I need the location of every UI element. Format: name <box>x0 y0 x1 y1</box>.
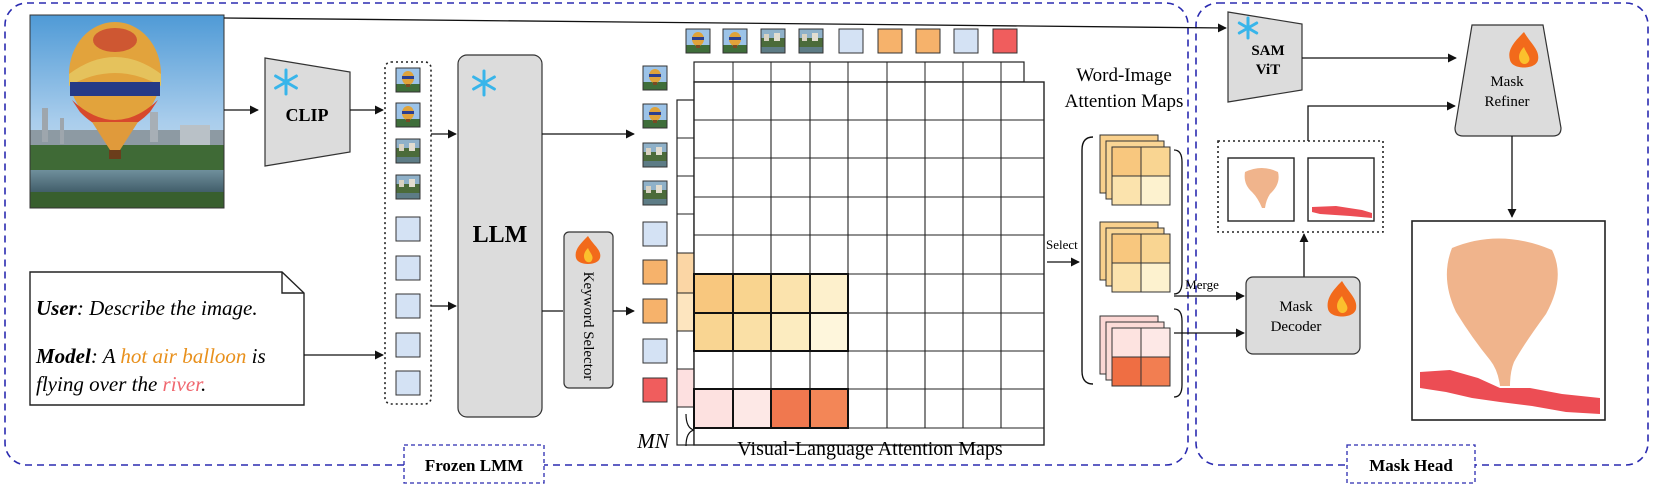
balloon-attention-stack <box>1099 221 1171 293</box>
model-turn-line1: Model: A hot air balloon is <box>35 344 266 368</box>
keyword-token <box>992 28 1018 54</box>
frozen-lmm-frame <box>4 2 1189 466</box>
river-attention-stack <box>1099 315 1171 387</box>
balloon-mask <box>1446 238 1558 386</box>
keyword-token <box>642 259 668 285</box>
image-token <box>642 142 668 168</box>
user-turn: User: Describe the image. <box>36 296 258 320</box>
sam-label-line1: SAM <box>1251 43 1284 59</box>
text-token <box>642 338 668 364</box>
keyword-token <box>877 28 903 54</box>
fire-icon <box>1509 32 1539 68</box>
text-token <box>395 370 421 396</box>
clip-label: CLIP <box>285 105 328 125</box>
text-token <box>395 332 421 358</box>
decoder-label-line2: Decoder <box>1271 319 1322 335</box>
image-token <box>722 28 748 54</box>
keyword-river: river <box>163 372 205 396</box>
image-token <box>395 102 421 128</box>
refiner-label-line2: Refiner <box>1485 94 1530 110</box>
text-token <box>395 293 421 319</box>
keyword-selector-module <box>563 231 614 389</box>
snowflake-icon <box>1237 16 1259 40</box>
image-token <box>395 174 421 200</box>
llm-label: LLM <box>473 222 528 248</box>
image-token <box>395 138 421 164</box>
merge-label: Merge <box>1185 277 1219 292</box>
token-sequence-box <box>384 61 432 405</box>
text-token <box>953 28 979 54</box>
keyword-token <box>642 377 668 403</box>
image-to-sam-arrow <box>223 17 1227 33</box>
keyword-token <box>642 298 668 324</box>
fire-icon <box>1327 281 1357 317</box>
llm-module <box>457 54 543 418</box>
vl-attention-grid <box>676 61 1045 446</box>
mn-label: MN <box>636 429 669 453</box>
mask-head-label: Mask Head <box>1369 456 1453 475</box>
snowflake-icon <box>472 69 496 97</box>
coarse-masks-box <box>1217 140 1384 233</box>
prompt-note <box>29 271 305 406</box>
decoder-label-line1: Mask <box>1279 299 1313 315</box>
text-token <box>642 221 668 247</box>
image-token <box>642 103 668 129</box>
refiner-label-line1: Mask <box>1490 74 1524 90</box>
text-token <box>395 255 421 281</box>
snowflake-icon <box>274 68 298 96</box>
fire-icon <box>575 236 601 264</box>
frozen-lmm-label: Frozen LMM <box>425 456 523 475</box>
word-image-label-line1: Word-Image <box>1076 65 1172 86</box>
text-token <box>395 216 421 242</box>
mask-head-label-box <box>1346 444 1476 484</box>
keyword-selector-label: Keyword Selector <box>580 272 596 381</box>
image-token <box>642 65 668 91</box>
vl-maps-label: Visual-Language Attention Maps <box>737 438 1003 460</box>
word-image-label-line2: Attention Maps <box>1065 91 1184 112</box>
sam-label-line2: ViT <box>1256 62 1280 78</box>
river-mask <box>1420 370 1600 414</box>
keyword-token <box>915 28 941 54</box>
balloon-attention-stack <box>1099 134 1171 206</box>
image-token <box>642 180 668 206</box>
image-token <box>760 28 786 54</box>
text-token <box>838 28 864 54</box>
image-token <box>798 28 824 54</box>
image-token <box>685 28 711 54</box>
image-token <box>395 67 421 93</box>
keyword-balloon: hot air balloon <box>120 344 246 368</box>
balloon-photo <box>29 14 225 209</box>
select-label: Select <box>1046 237 1078 252</box>
frozen-lmm-label-box <box>403 444 545 484</box>
model-turn-line2: flying over the river. <box>36 372 206 396</box>
